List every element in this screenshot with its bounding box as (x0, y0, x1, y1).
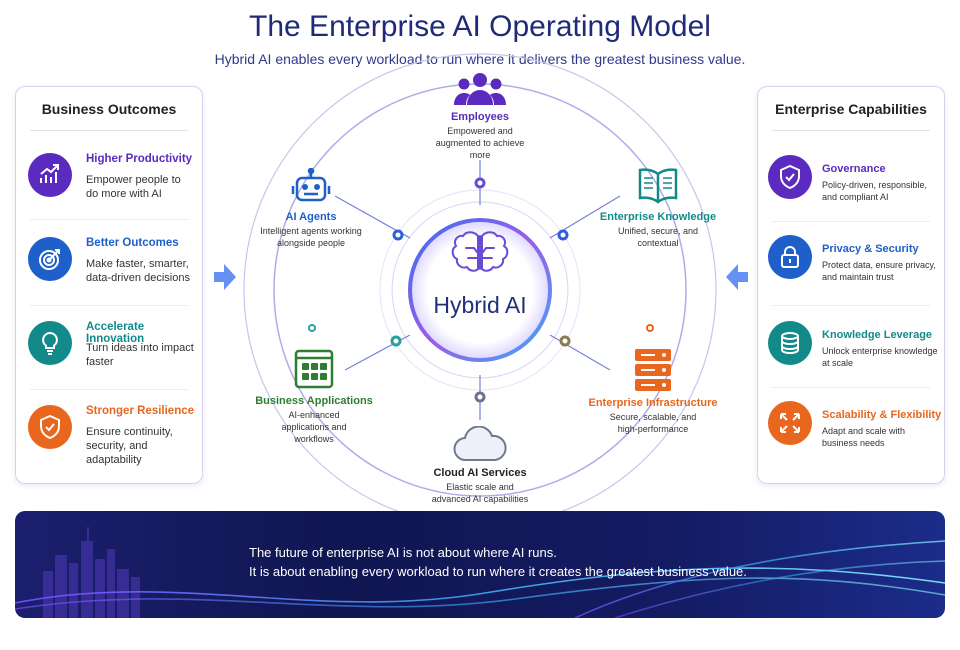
arrow-left-icon (726, 264, 748, 290)
capability-description: Protect data, ensure privacy, and mainta… (822, 260, 936, 282)
connector-dot (308, 324, 316, 332)
outcome-title: Higher Productivity (86, 153, 193, 165)
lock-icon (768, 235, 812, 279)
lightbulb-icon (28, 321, 72, 365)
robot-icon (291, 167, 331, 202)
divider (772, 305, 930, 306)
chart-growth-icon (28, 153, 72, 197)
divider (772, 221, 930, 222)
node-enterprise-infrastructure: Enterprise Infrastructure Secure, scalab… (582, 348, 724, 435)
node-enterprise-knowledge: Enterprise Knowledge Unified, secure, an… (592, 166, 724, 249)
panel-title: Business Outcomes (41, 101, 177, 117)
panel-title: Enterprise Capabilities (775, 101, 927, 117)
banner-line: The future of enterprise AI is not about… (249, 545, 557, 560)
outcome-description: Empower people to do more with AI (86, 174, 181, 200)
outcome-description: Turn ideas into impact faster (86, 342, 194, 368)
node-description: Intelligent agents working alongside peo… (260, 226, 362, 248)
arrow-right-icon (214, 264, 236, 290)
node-title: Enterprise Knowledge (599, 211, 717, 223)
enterprise-capabilities-panel: Enterprise Capabilities Governance Polic… (757, 86, 945, 484)
connector-dot (559, 335, 571, 347)
brain-circuit-icon (451, 231, 509, 272)
capability-title: Knowledge Leverage (822, 329, 933, 341)
node-cloud-ai-services: Cloud AI Services Elastic scale and adva… (420, 425, 540, 505)
divider (30, 219, 188, 220)
database-icon (768, 321, 812, 365)
business-outcomes-panel: Business Outcomes Higher Productivity Em… (15, 86, 203, 484)
outcome-title: Accelerate Innovation (86, 321, 145, 345)
expand-arrows-icon (768, 401, 812, 445)
banner-text: The future of enterprise AI is not about… (249, 543, 747, 581)
hub-circle (408, 218, 552, 362)
divider (30, 130, 188, 131)
hub-label: Hybrid AI (433, 292, 527, 318)
connector-dot (474, 177, 486, 189)
shield-check-icon (768, 155, 812, 199)
connector-dot (390, 335, 402, 347)
page-title: The Enterprise AI Operating Model (249, 10, 711, 43)
outcome-description: Ensure continuity, security, and adaptab… (86, 426, 173, 466)
node-business-applications: Business Applications AI-enhanced applic… (246, 348, 382, 445)
node-employees: Employees Empowered and augmented to ach… (410, 72, 550, 161)
capability-description: Policy-driven, responsible, and complian… (822, 180, 928, 202)
divider (30, 305, 188, 306)
divider (772, 130, 930, 131)
banner-background (15, 511, 945, 618)
banner-line: It is about enabling every workload to r… (249, 564, 747, 579)
cloud-icon (453, 425, 507, 462)
connector-dot (474, 391, 486, 403)
outcome-description: Make faster, smarter, data-driven decisi… (86, 258, 190, 284)
divider (772, 387, 930, 388)
capability-title: Privacy & Security (822, 243, 919, 255)
people-group-icon (454, 73, 506, 105)
shield-check-icon (28, 405, 72, 449)
target-icon (28, 237, 72, 281)
vision-banner: The future of enterprise AI is not about… (15, 511, 945, 618)
node-description: Elastic scale and advanced AI capabiliti… (431, 482, 529, 504)
node-title: Enterprise Infrastructure (588, 397, 718, 409)
app-grid-icon (294, 349, 334, 389)
connector-dot (392, 229, 404, 241)
outcome-title: Better Outcomes (86, 237, 179, 249)
divider (30, 389, 188, 390)
capability-title: Scalability & Flexibility (822, 409, 942, 421)
node-description: Secure, scalable, and high-performance (609, 412, 697, 434)
node-title: Business Applications (255, 395, 373, 407)
node-title: Cloud AI Services (433, 467, 527, 479)
capability-description: Unlock enterprise knowledge at scale (822, 346, 938, 368)
page-subtitle: Hybrid AI enables every workload to run … (214, 51, 746, 67)
open-book-icon (638, 168, 678, 204)
capability-title: Governance (822, 163, 886, 175)
capability-description: Adapt and scale with business needs (822, 426, 906, 448)
node-description: Empowered and augmented to achieve more (435, 126, 525, 160)
node-ai-agents: AI Agents Intelligent agents working alo… (253, 167, 369, 249)
node-description: Unified, secure, and contextual (617, 226, 699, 248)
connector-dot (646, 324, 654, 332)
connector-dot (557, 229, 569, 241)
node-title: AI Agents (285, 211, 337, 223)
outcome-title: Stronger Resilience (86, 405, 195, 417)
node-description: AI-enhanced applications and workflows (281, 410, 347, 444)
node-title: Employees (450, 111, 510, 123)
server-stack-icon (635, 349, 671, 391)
